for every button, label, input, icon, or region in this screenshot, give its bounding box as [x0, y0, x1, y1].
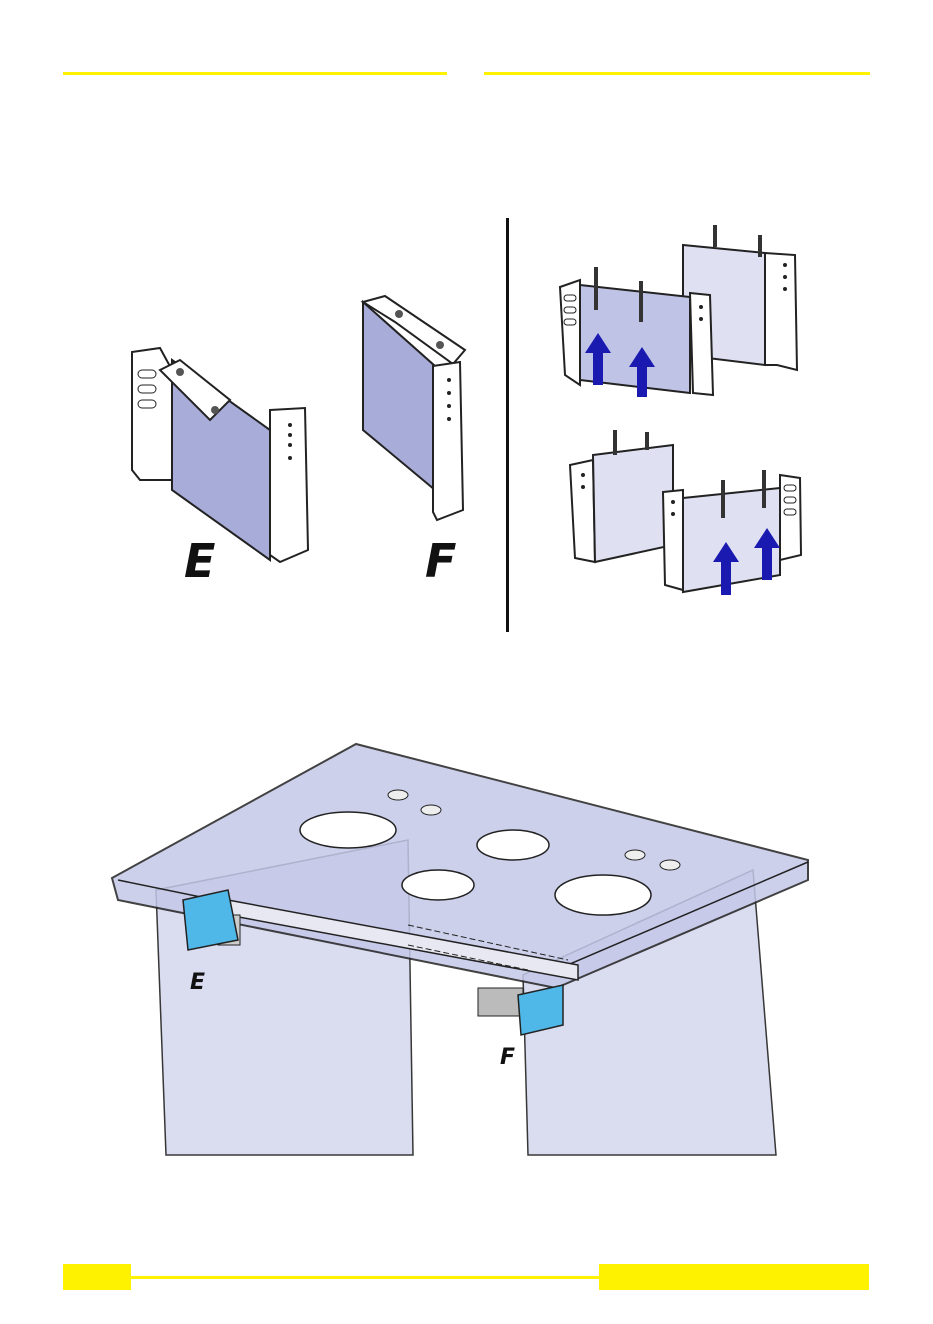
bracket-pair-upper: [555, 225, 815, 400]
cabinet-installation-illustration: [108, 740, 813, 1158]
install-f-label: F: [500, 1047, 515, 1069]
footer-page-tab-left: [63, 1264, 131, 1290]
bracket-e-illustration: [120, 340, 320, 570]
footer-page-tab-right: [599, 1264, 869, 1290]
install-e-label: E: [190, 972, 205, 994]
bracket-pair-lower: [565, 430, 815, 600]
section-divider: [506, 218, 509, 632]
footer-rule: [131, 1276, 599, 1279]
bracket-f-illustration: [355, 290, 475, 525]
header-rule-left: [63, 72, 447, 75]
bracket-f-label: F: [425, 538, 456, 584]
header-rule-right: [484, 72, 870, 75]
bracket-e-label: E: [184, 538, 215, 584]
